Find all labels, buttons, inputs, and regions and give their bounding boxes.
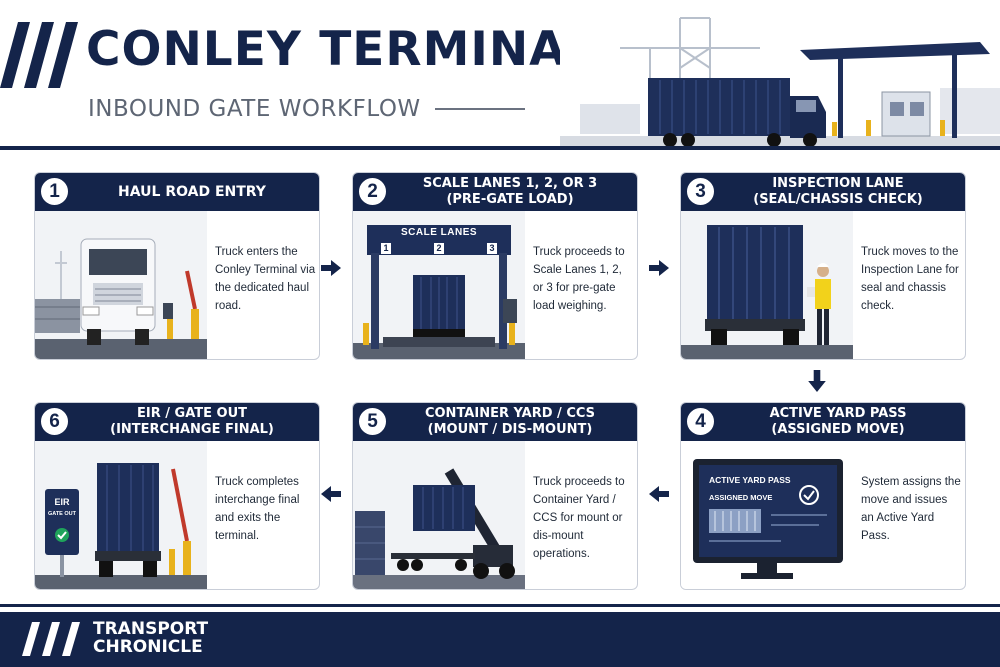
step-number-badge: 5 — [357, 406, 388, 437]
step-title: SCALE LANES 1, 2, OR 3 (PRE-GATE LOAD) — [353, 173, 637, 211]
arrow-left-icon — [321, 486, 341, 502]
scale-lanes-illustration: SCALE LANES 1 2 3 — [353, 211, 525, 359]
step-number-badge: 2 — [357, 176, 388, 207]
footer — [0, 612, 1000, 667]
container-icon — [705, 225, 805, 345]
screen-title: ACTIVE YARD PASS — [709, 475, 791, 485]
step-card-5: 5 CONTAINER YARD / CCS (MOUNT / DIS-MOUN… — [352, 402, 638, 590]
hero-illustration — [560, 8, 1000, 146]
slash-logo-icon — [22, 622, 80, 656]
screen-subtitle: ASSIGNED MOVE — [709, 493, 773, 502]
step-title: CONTAINER YARD / CCS (MOUNT / DIS-MOUNT) — [353, 403, 637, 441]
step-card-6: 6 EIR / GATE OUT (INTERCHANGE FINAL) — [34, 402, 320, 590]
lane-label: 2 — [434, 243, 444, 254]
boom-gate-icon — [163, 270, 199, 339]
yard-pass-monitor-illustration: ACTIVE YARD PASS ASSIGNED MOVE — [681, 441, 853, 589]
step-description: Truck enters the Conley Terminal via the… — [215, 246, 316, 312]
step-title-line2: (INTERCHANGE FINAL) — [110, 422, 274, 437]
step-card-2: 2 SCALE LANES 1, 2, OR 3 (PRE-GATE LOAD)… — [352, 172, 638, 360]
lane-label: 1 — [381, 243, 391, 254]
step-number-badge: 6 — [39, 406, 70, 437]
arrow-right-icon — [321, 260, 341, 276]
page-title: CONLEY TERMINAL — [86, 22, 598, 77]
step-number-badge: 3 — [685, 176, 716, 207]
arrow-right-icon — [649, 260, 669, 276]
check-circle-icon — [55, 528, 69, 542]
header: CONLEY TERMINAL INBOUND GATE WORKFLOW — [0, 0, 1000, 148]
step-title-line1: ACTIVE YARD PASS — [769, 406, 907, 421]
boom-gate-icon — [169, 468, 191, 575]
step-description: Truck moves to the Inspection Lane for s… — [861, 246, 959, 312]
crane-icon — [620, 17, 760, 118]
step-title: ACTIVE YARD PASS (ASSIGNED MOVE) — [681, 403, 965, 441]
inspector-icon — [807, 263, 831, 345]
container-truck-icon — [413, 275, 465, 337]
inspection-lane-illustration — [681, 211, 853, 359]
step-title-line2: (PRE-GATE LOAD) — [446, 192, 574, 207]
step-title-line1: INSPECTION LANE — [772, 176, 904, 191]
step-card-3: 3 INSPECTION LANE (SEAL/CHASSIS CHECK) T… — [680, 172, 966, 360]
step-title-line1: HAUL ROAD ENTRY — [118, 184, 266, 200]
container-yard-illustration — [353, 441, 525, 589]
step-description: Truck proceeds to Container Yard / CCS f… — [533, 476, 625, 560]
brand-line2: CHRONICLE — [93, 637, 203, 657]
gate-canopy-icon — [800, 42, 990, 138]
check-circle-icon — [799, 485, 819, 505]
subtitle-row: INBOUND GATE WORKFLOW — [88, 96, 525, 122]
subtitle-divider — [434, 108, 525, 110]
container-truck-icon — [95, 463, 161, 577]
step-title: INSPECTION LANE (SEAL/CHASSIS CHECK) — [681, 173, 965, 211]
step-title-line1: CONTAINER YARD / CCS — [424, 406, 596, 421]
gate-out-illustration: EIR GATE OUT — [35, 441, 207, 589]
slash-logo-icon — [0, 22, 78, 88]
scale-lanes-sign: SCALE LANES — [400, 227, 478, 238]
page-subtitle: INBOUND GATE WORKFLOW — [88, 96, 421, 122]
reach-stacker-icon — [413, 468, 515, 579]
step-title-line1: EIR / GATE OUT — [137, 406, 247, 421]
arrow-left-icon — [649, 486, 669, 502]
step-card-4: 4 ACTIVE YARD PASS (ASSIGNED MOVE) ACTIV… — [680, 402, 966, 590]
haul-road-entry-illustration — [35, 211, 207, 359]
eir-sign-subtitle: GATE OUT — [47, 511, 76, 517]
footer-brand: TRANSPORT CHRONICLE — [93, 620, 208, 656]
step-title: EIR / GATE OUT (INTERCHANGE FINAL) — [35, 403, 319, 441]
truck-icon — [648, 78, 826, 146]
step-title-line2: (SEAL/CHASSIS CHECK) — [753, 192, 923, 207]
step-title: HAUL ROAD ENTRY — [35, 173, 319, 211]
step-description: Truck completes interchange final and ex… — [215, 476, 300, 542]
step-title-line2: (ASSIGNED MOVE) — [771, 422, 905, 437]
chassis-icon — [391, 553, 475, 571]
step-title-line2: (MOUNT / DIS-MOUNT) — [427, 422, 593, 437]
eir-sign-title: EIR — [54, 497, 70, 507]
step-title-line1: SCALE LANES 1, 2, OR 3 — [422, 176, 598, 191]
step-card-1: 1 HAUL ROAD ENTRY Truck enters the Conle… — [34, 172, 320, 360]
arrow-down-icon — [808, 370, 826, 392]
truck-icon — [80, 238, 156, 345]
brand-line1: TRANSPORT — [93, 619, 209, 639]
step-number-badge: 1 — [39, 176, 70, 207]
step-number-badge: 4 — [685, 406, 716, 437]
header-divider — [0, 146, 1000, 150]
lane-label: 3 — [487, 243, 497, 254]
footer-divider — [0, 604, 1000, 607]
step-description: System assigns the move and issues an Ac… — [861, 476, 961, 542]
step-description: Truck proceeds to Scale Lanes 1, 2, or 3… — [533, 246, 625, 312]
